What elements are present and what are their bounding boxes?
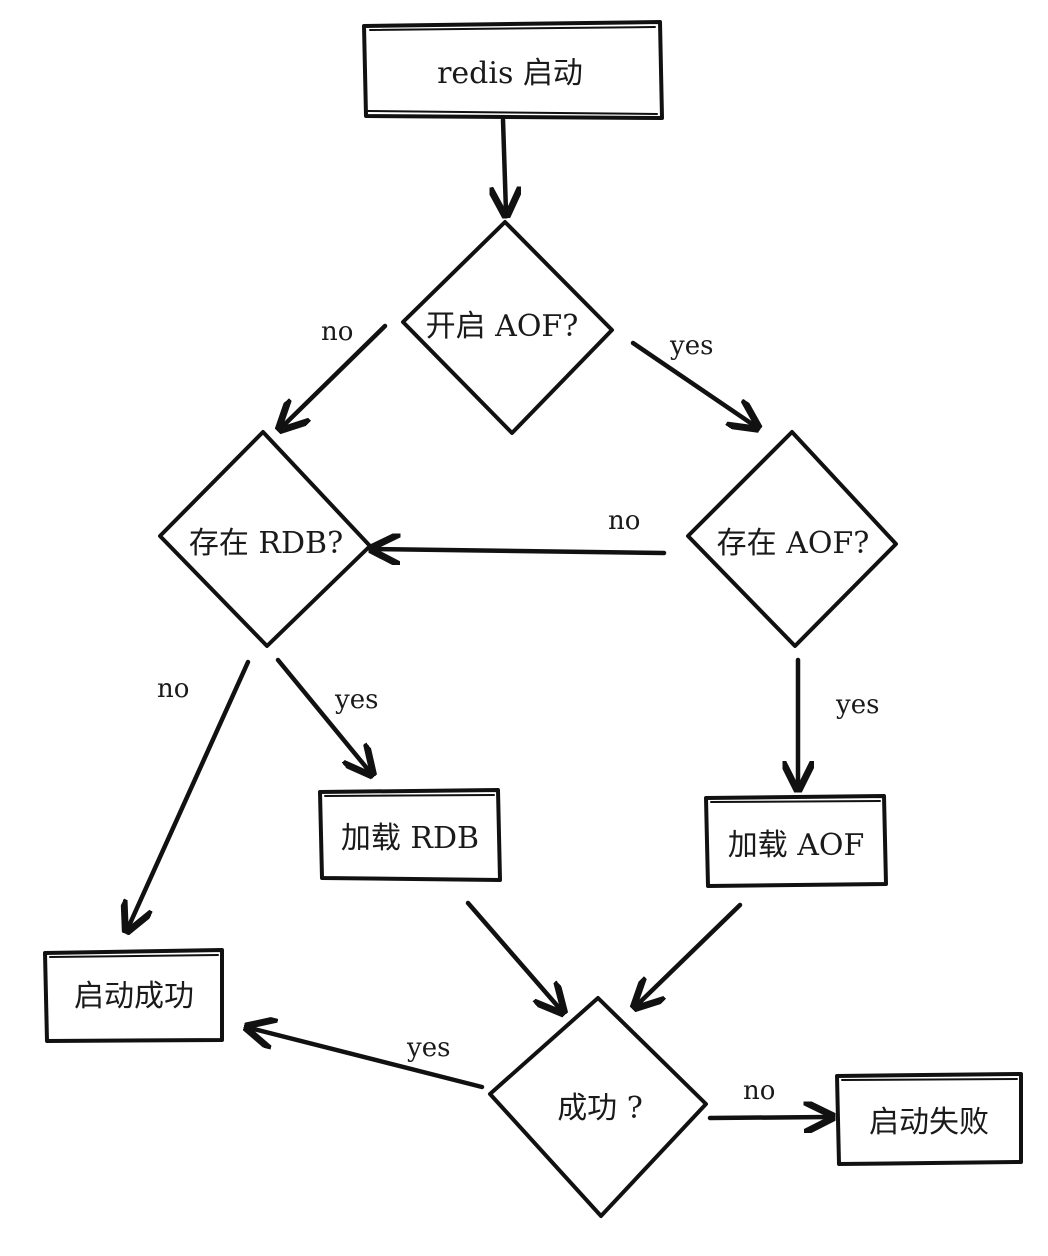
edge-label-rdb-exists-no: no [157,674,189,704]
edge-label-aof-enabled-no: no [321,317,353,347]
arrow-aof-enabled-yes [630,340,755,426]
edge-label-aof-exists-yes: yes [835,690,879,720]
rdb-exists-diamond: 存在 RDB? [158,430,372,648]
start-label: redis 启动 [437,56,583,91]
arrow-aof-enabled-no [282,323,388,427]
start-success-box: 启动成功 [43,948,224,1043]
start-fail-label: 启动失败 [869,1105,989,1140]
arrow-rdb-exists-yes [275,657,370,772]
edge-label-success-yes: yes [406,1033,450,1063]
success-check-label: 成功 ? [557,1091,643,1126]
edge-label-rdb-exists-yes: yes [334,685,378,715]
rdb-exists-label: 存在 RDB? [189,526,343,561]
arrow-success-no [707,1117,829,1118]
load-aof-label: 加载 AOF [728,828,865,863]
edge-label-success-no: no [743,1076,775,1106]
arrow-load-rdb-to-check [465,900,561,1010]
arrow-rdb-exists-no [128,659,251,928]
start-fail-box: 启动失败 [835,1072,1023,1166]
aof-exists-diamond: 存在 AOF? [686,430,898,648]
success-check-diamond: 成功 ? [488,996,708,1218]
arrow-load-aof-to-check [637,902,743,1005]
arrow-start-to-aof-enabled [503,117,506,212]
aof-exists-label: 存在 AOF? [717,526,870,561]
arrow-success-yes [250,1028,485,1090]
arrow-aof-exists-no [375,549,667,553]
edge-label-aof-enabled-yes: yes [669,331,713,361]
load-aof-box: 加载 AOF [704,794,888,888]
aof-enabled-diamond: 开启 AOF? [401,220,614,435]
start-success-label: 启动成功 [74,979,194,1014]
aof-enabled-label: 开启 AOF? [426,309,579,344]
start-box: redis 启动 [362,20,664,120]
load-rdb-box: 加载 RDB [318,788,502,882]
edge-label-aof-exists-no: no [608,506,640,536]
load-rdb-label: 加载 RDB [341,821,479,856]
